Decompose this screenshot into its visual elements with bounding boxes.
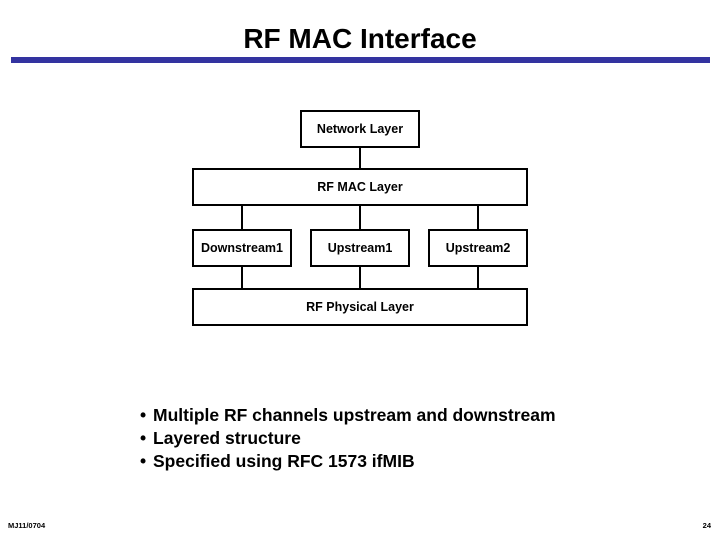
- title-divider: [11, 57, 710, 63]
- diagram-box-rf-physical-layer: RF Physical Layer: [192, 288, 528, 326]
- list-item: • Multiple RF channels upstream and downs…: [140, 404, 660, 427]
- bullet-marker-icon: •: [140, 428, 147, 448]
- connector-network-to-rfmac: [359, 146, 361, 170]
- connector-rfmac-to-downstream1: [241, 204, 243, 231]
- footer-page-number: 24: [702, 521, 711, 530]
- list-item: • Specified using RFC 1573 ifMIB: [140, 450, 660, 473]
- bullet-marker-icon: •: [140, 451, 147, 471]
- bullet-list: • Multiple RF channels upstream and downs…: [140, 404, 660, 473]
- connector-upstream1-to-physical: [359, 265, 361, 290]
- connector-upstream2-to-physical: [477, 265, 479, 290]
- connector-rfmac-to-upstream2: [477, 204, 479, 231]
- diagram-box-upstream2: Upstream2: [428, 229, 528, 267]
- diagram-box-network-layer: Network Layer: [300, 110, 420, 148]
- diagram-box-downstream1: Downstream1: [192, 229, 292, 267]
- footer-document-id: MJ11/0704: [8, 521, 46, 530]
- list-item-label: Specified using RFC 1573 ifMIB: [153, 451, 415, 471]
- list-item: • Layered structure: [140, 427, 660, 450]
- page-title: RF MAC Interface: [243, 23, 477, 54]
- connector-rfmac-to-upstream1: [359, 204, 361, 231]
- diagram-box-upstream1: Upstream1: [310, 229, 410, 267]
- diagram-box-rf-mac-layer: RF MAC Layer: [192, 168, 528, 206]
- bullet-marker-icon: •: [140, 405, 147, 425]
- connector-downstream1-to-physical: [241, 265, 243, 290]
- list-item-label: Layered structure: [153, 428, 301, 448]
- list-item-label: Multiple RF channels upstream and downst…: [153, 405, 556, 425]
